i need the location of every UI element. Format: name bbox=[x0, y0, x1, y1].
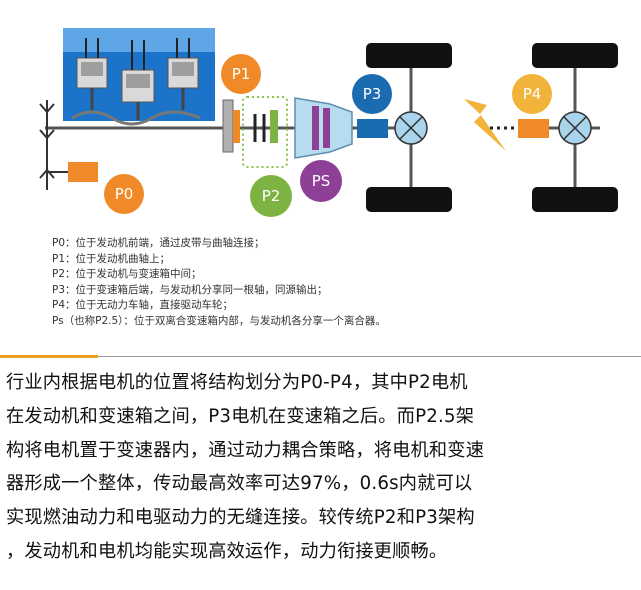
legend-item-p1: P1：位于发动机曲轴上； bbox=[52, 252, 171, 265]
caption-line: 在发动机和变速箱之间，P3电机在变速箱之后。而P2.5架 bbox=[6, 405, 475, 427]
cylinder-2 bbox=[121, 40, 155, 120]
lightning-icon bbox=[464, 99, 506, 151]
legend-item-p0: P0：位于发动机前端，通过皮带与曲轴连接； bbox=[52, 237, 265, 249]
legend-item-ps: Ps（也称P2.5）：位于双离合变速箱内部，与发动机各分享一个离合器。 bbox=[52, 314, 386, 327]
section-divider bbox=[0, 356, 641, 357]
rear-axle bbox=[532, 43, 618, 212]
p3-motor bbox=[357, 119, 388, 138]
caption-line: 实现燃油动力和电驱动力的无缝连接。较传统P2和P3架构 bbox=[6, 507, 475, 529]
legend-item-p2: P2：位于发动机与变速箱中间； bbox=[52, 268, 202, 280]
bubble-ps: PS bbox=[300, 160, 342, 202]
caption-paragraph: 行业内根据电机的位置将结构划分为P0-P4，其中P2电机 在发动机和变速箱之间，… bbox=[6, 366, 636, 569]
legend-item-p3: P3：位于变速箱后端，与发动机分享同一根轴，同源输出； bbox=[52, 283, 328, 296]
bubble-p4: P4 bbox=[512, 74, 552, 114]
p0-motor bbox=[68, 162, 98, 182]
svg-text:P3: P3 bbox=[363, 85, 382, 103]
caption-line: 构将电机置于变速器内，通过动力耦合策略，将电机和变速 bbox=[6, 439, 485, 461]
p2-motor bbox=[270, 110, 278, 143]
svg-text:PS: PS bbox=[312, 172, 331, 190]
svg-text:P0: P0 bbox=[115, 185, 134, 203]
front-pulley bbox=[39, 100, 70, 190]
p1-motor bbox=[233, 110, 240, 143]
divider-accent bbox=[0, 355, 98, 358]
front-axle bbox=[366, 43, 452, 212]
p4-motor bbox=[518, 119, 549, 138]
caption-line: 器形成一个整体，传动最高效率可达97%，0.6s内就可以 bbox=[6, 473, 473, 495]
bubble-p3: P3 bbox=[352, 74, 392, 114]
bubble-p1: P1 bbox=[221, 54, 261, 94]
caption-line: 行业内根据电机的位置将结构划分为P0-P4，其中P2电机 bbox=[6, 372, 468, 393]
clutch bbox=[253, 114, 266, 142]
legend-item-p4: P4：位于无动力车轴，直接驱动车轮； bbox=[52, 299, 234, 311]
caption-line: ，发动机和电机均能实现高效运作，动力衔接更顺畅。 bbox=[6, 540, 448, 562]
cylinder-1 bbox=[76, 38, 108, 110]
legend-list: P0：位于发动机前端，通过皮带与曲轴连接； P1：位于发动机曲轴上； P2：位于… bbox=[52, 236, 612, 329]
svg-text:P1: P1 bbox=[232, 65, 251, 83]
cylinder-3 bbox=[167, 38, 199, 110]
bubble-p2: P2 bbox=[250, 175, 292, 217]
bubble-p0: P0 bbox=[104, 174, 144, 214]
svg-text:P4: P4 bbox=[523, 85, 542, 103]
svg-text:P2: P2 bbox=[262, 187, 281, 205]
hybrid-architecture-diagram: P0 P1 P2 PS P3 P4 bbox=[39, 28, 618, 217]
ps-motor bbox=[312, 106, 319, 150]
engine bbox=[63, 28, 215, 126]
flywheel bbox=[222, 99, 234, 153]
